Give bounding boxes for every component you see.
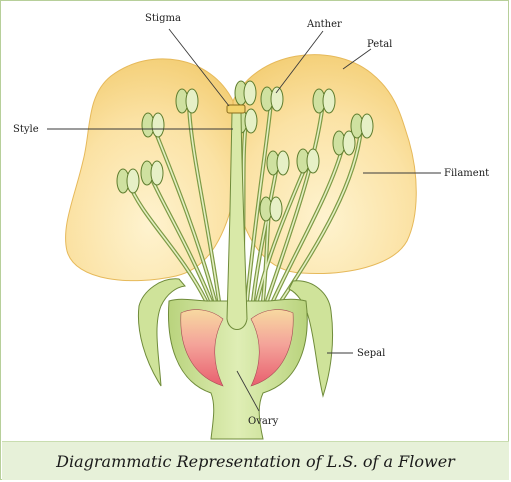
sepal-left bbox=[137, 278, 186, 387]
petal-right bbox=[232, 54, 417, 274]
leader-stigma bbox=[168, 28, 230, 107]
stigma bbox=[226, 104, 246, 114]
anther-3 bbox=[141, 112, 165, 138]
ovary-left-chamber bbox=[180, 309, 224, 387]
ovary-right-chamber bbox=[250, 309, 294, 387]
leader-petal bbox=[342, 48, 372, 70]
leader-lines bbox=[47, 28, 441, 412]
flower-ls-diagram: Stigma Anther Petal Style Filament Sepal… bbox=[13, 13, 489, 440]
anther-2 bbox=[140, 160, 164, 186]
anther-9 bbox=[296, 148, 320, 174]
label-petal: Petal bbox=[367, 39, 392, 50]
anther-4 bbox=[175, 88, 199, 114]
leader-ovary bbox=[236, 370, 260, 412]
style bbox=[226, 112, 248, 330]
anther-12 bbox=[332, 130, 356, 156]
label-sepal: Sepal bbox=[357, 348, 385, 359]
label-stigma: Stigma bbox=[145, 13, 181, 24]
label-style: Style bbox=[13, 124, 39, 135]
label-anther: Anther bbox=[306, 19, 342, 30]
label-filament: Filament bbox=[444, 168, 489, 179]
anther-7 bbox=[260, 86, 284, 112]
anther-11 bbox=[312, 88, 336, 114]
anther-10 bbox=[259, 196, 283, 222]
anther-8 bbox=[266, 150, 290, 176]
caption-bar: Diagrammatic Representation of L.S. of a… bbox=[2, 441, 509, 480]
anther-13 bbox=[350, 113, 374, 139]
leader-anther bbox=[275, 30, 324, 94]
anther-1 bbox=[116, 168, 140, 194]
label-ovary: Ovary bbox=[248, 416, 279, 427]
figure-caption: Diagrammatic Representation of L.S. of a… bbox=[56, 451, 455, 471]
anther-6 bbox=[234, 80, 257, 106]
